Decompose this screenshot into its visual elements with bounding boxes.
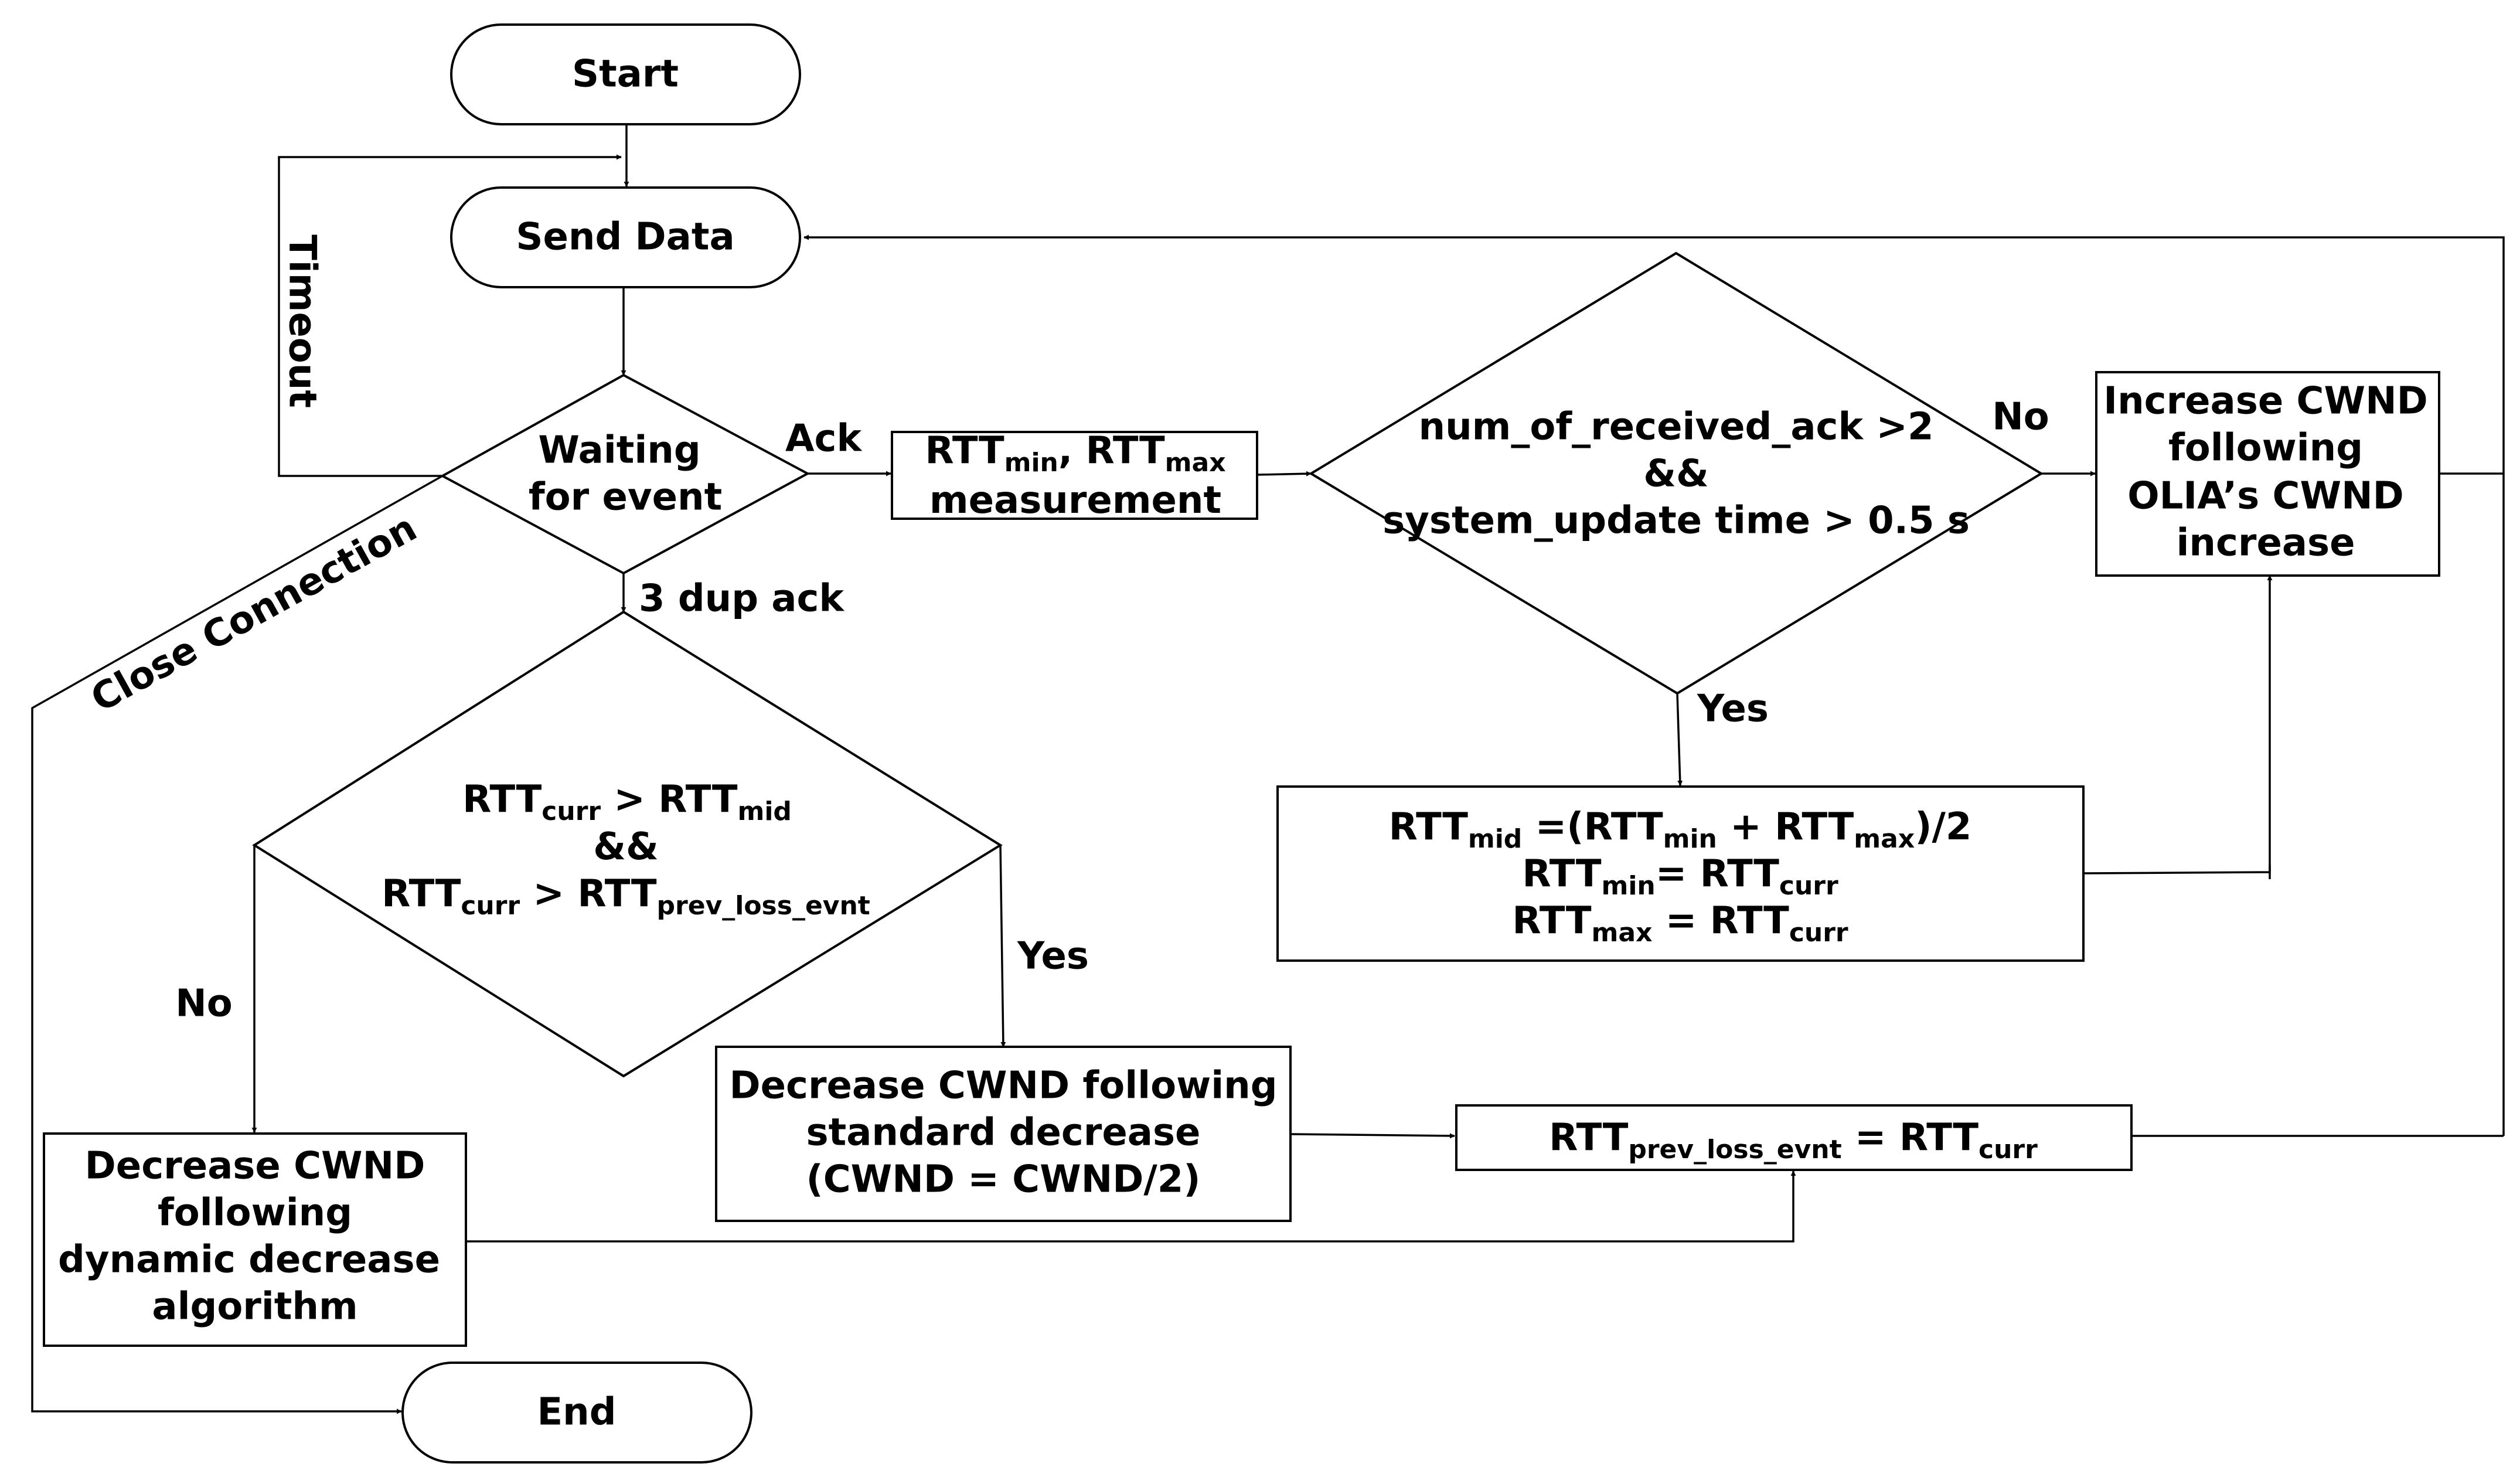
waiting-label-line1: Waiting	[538, 429, 700, 472]
connectors	[31, 124, 2505, 1414]
std-decrease-node: Decrease CWND following standard decreas…	[715, 1046, 1292, 1222]
yes-dup-label: Yes	[1017, 935, 1089, 978]
dup-ack-label: 3 dup ack	[639, 577, 844, 621]
dyn-decrease-line3: dynamic decrease	[58, 1238, 440, 1282]
increase-line3: OLIA’s CWND	[2127, 475, 2404, 518]
edge-close-connection	[31, 475, 443, 1414]
start-label: Start	[572, 53, 679, 96]
no-ack-label: No	[1992, 396, 2049, 439]
measure-sub-max: max	[1165, 448, 1226, 478]
dyn-decrease-node: Decrease CWND following dynamic decrease…	[43, 1132, 467, 1347]
increase-node: Increase CWND following OLIA’s CWND incr…	[2095, 371, 2440, 577]
timeout-label: Timeout	[280, 234, 323, 408]
increase-line2: following	[2168, 427, 2363, 470]
edge-timeout-loop	[278, 154, 622, 477]
increase-line4: increase	[2176, 522, 2355, 565]
yes-ack-label: Yes	[1697, 688, 1769, 731]
dyn-decrease-line1: Decrease CWND	[85, 1145, 425, 1188]
end-terminal	[401, 1362, 752, 1464]
update-mid-line1: RTTmid =(RTTmin + RTTmax)/2	[1389, 805, 1972, 854]
edge-measure-to-condition	[1256, 471, 1312, 477]
update-mid-line3: RTTmax = RTTcurr	[1512, 899, 1848, 948]
close-connection-label: Close Connection	[84, 506, 424, 721]
dyn-decrease-line2: following	[158, 1192, 352, 1235]
end-node: End	[401, 1362, 752, 1464]
increase-box	[2095, 371, 2440, 577]
measure-rtt-max: RTT	[1085, 429, 1165, 472]
end-label: End	[537, 1391, 616, 1434]
edge-dup-yes	[999, 845, 1006, 1047]
dup-condition-node: RTTcurr > RTTmid && RTTcurr > RTTprev_lo…	[252, 610, 1003, 1078]
prev-update-node: RTTprev_loss_evnt = RTTcurr	[1455, 1104, 2133, 1171]
dyn-decrease-line4: algorithm	[152, 1285, 357, 1329]
update-mid-line2: RTTmin= RTTcurr	[1522, 852, 1838, 901]
ack-condition-line1: num_of_received_ack >2	[1419, 406, 1934, 449]
edge-increase-to-send	[803, 234, 2505, 475]
measure-sub-min: min	[1004, 448, 1058, 478]
send-data-label: Send Data	[516, 216, 734, 259]
waiting-label-line2: for event	[529, 476, 722, 519]
ack-condition-decision	[1309, 251, 2044, 695]
increase-line1: Increase CWND	[2103, 380, 2428, 423]
std-decrease-box	[715, 1046, 1292, 1222]
measure-rtt-min: RTT	[925, 429, 1004, 472]
std-decrease-line3: (CWND = CWND/2)	[806, 1158, 1200, 1202]
dup-condition-line3: RTTcurr > RTTprev_loss_evnt	[382, 872, 870, 921]
ack-condition-node: num_of_received_ack >2 && system_update …	[1309, 251, 2044, 695]
std-decrease-line2: standard decrease	[806, 1111, 1201, 1155]
measure-label-line2: measurement	[929, 479, 1221, 522]
measure-comma: ,	[1058, 429, 1086, 472]
measure-node: RTTmin, RTTmax measurement	[891, 429, 1258, 522]
send-data-node: Send Data	[450, 186, 801, 288]
dyn-decrease-box	[43, 1132, 467, 1347]
waiting-decision	[440, 373, 811, 575]
edge-update-to-increase	[2083, 575, 2273, 874]
update-mid-box	[1276, 785, 2085, 962]
update-mid-node: RTTmid =(RTTmin + RTTmax)/2 RTTmin= RTTc…	[1276, 785, 2085, 962]
start-terminal	[450, 23, 801, 125]
ack-condition-line3: system_update time > 0.5 s	[1382, 499, 1970, 543]
start-node: Start	[450, 23, 801, 125]
send-data-terminal	[450, 186, 801, 288]
no-dup-label: No	[175, 982, 233, 1026]
waiting-node: Waiting for event	[440, 373, 811, 575]
ack-condition-line2: &&	[1643, 452, 1709, 496]
edge-dyn-to-prev	[466, 1170, 1796, 1243]
dup-condition-line1: RTTcurr > RTTmid	[462, 778, 792, 826]
edge-condition-yes-to-update	[1676, 693, 1683, 786]
std-decrease-line1: Decrease CWND following	[729, 1064, 1277, 1108]
prev-update-box	[1455, 1104, 2133, 1171]
measure-box	[891, 431, 1258, 520]
prev-update-label: RTTprev_loss_evnt = RTTcurr	[1549, 1116, 2038, 1165]
dup-condition-decision	[252, 610, 1003, 1078]
ack-label: Ack	[785, 417, 862, 461]
edge-std-to-prev	[1290, 1133, 1455, 1139]
measure-label-line1: RTTmin, RTTmax	[925, 429, 1225, 478]
dup-condition-line2: &&	[593, 825, 659, 869]
